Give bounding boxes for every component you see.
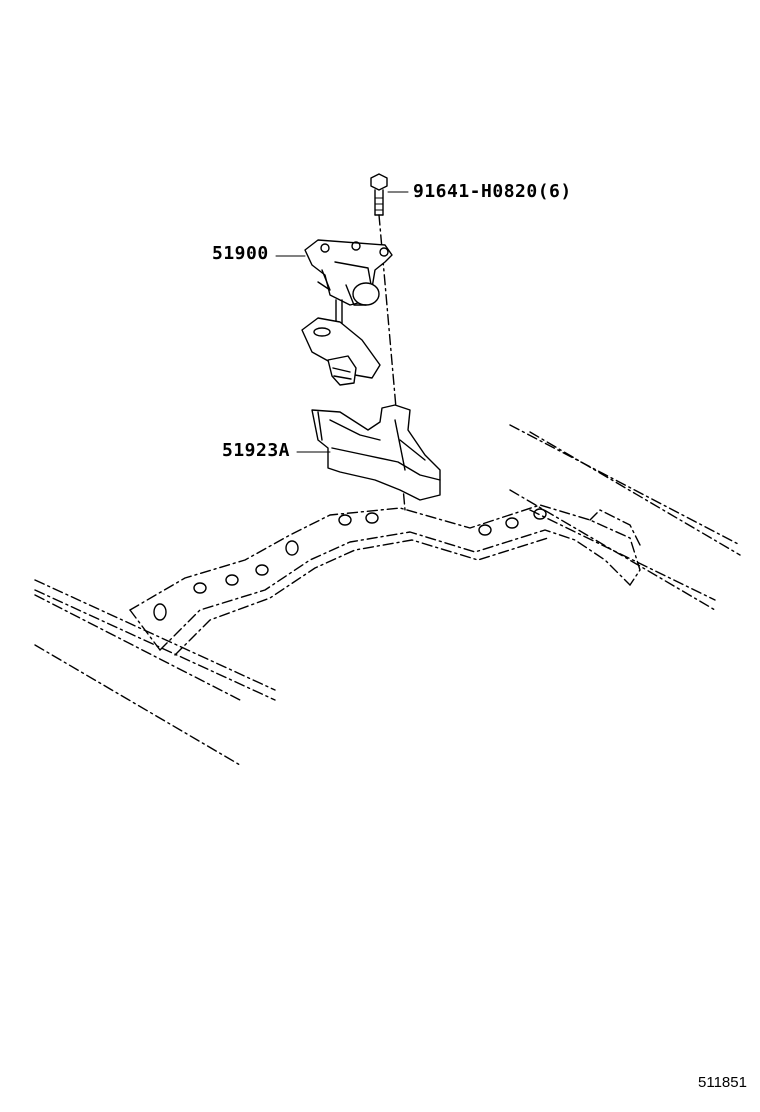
figure-id: 511851 bbox=[698, 1074, 747, 1091]
bracket-51923a bbox=[311, 404, 441, 501]
part-number-carrier: 51900 bbox=[212, 243, 269, 264]
part-number-bolt: 91641-H0820(6) bbox=[413, 181, 572, 202]
spare-tire-carrier bbox=[301, 239, 393, 386]
cross-member bbox=[129, 504, 641, 656]
bolt-91641 bbox=[370, 173, 388, 216]
part-number-bracket: 51923A bbox=[222, 440, 291, 461]
